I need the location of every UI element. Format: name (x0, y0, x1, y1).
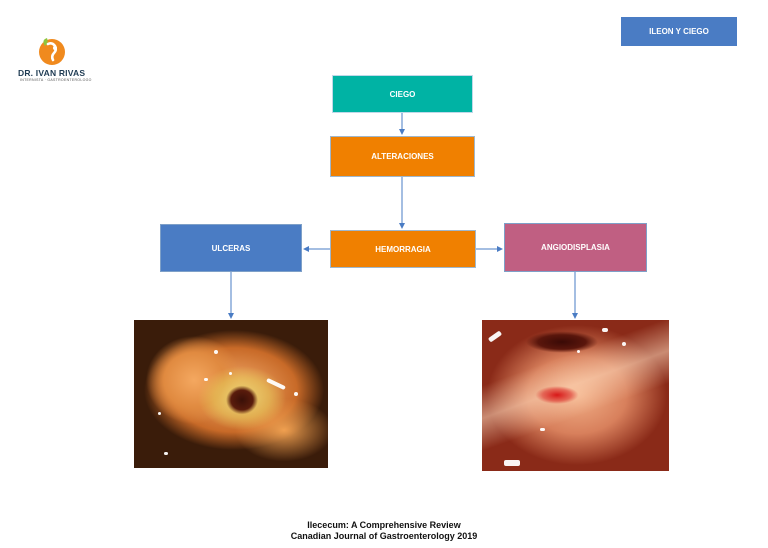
node-hemorragia: HEMORRAGIA (330, 230, 476, 268)
caption-title: Ilececum: A Comprehensive Review (307, 520, 461, 530)
logo-name: DR. IVAN RIVAS (18, 68, 86, 78)
angiodysplasia-endoscopy-image (482, 320, 669, 471)
logo-subtitle: INTERNISTA · GASTROENTEROLOGO (20, 78, 92, 82)
node-ciego: CIEGO (332, 75, 473, 113)
ulcer-endoscopy-image (134, 320, 328, 468)
node-ulceras: ULCERAS (160, 224, 302, 272)
section-tag: ILEON Y CIEGO (621, 17, 737, 46)
node-angiodisplasia: ANGIODISPLASIA (504, 223, 647, 272)
logo-icon (36, 36, 68, 66)
node-alteraciones: ALTERACIONES (330, 136, 475, 177)
caption-source: Canadian Journal of Gastroenterology 201… (290, 531, 478, 541)
